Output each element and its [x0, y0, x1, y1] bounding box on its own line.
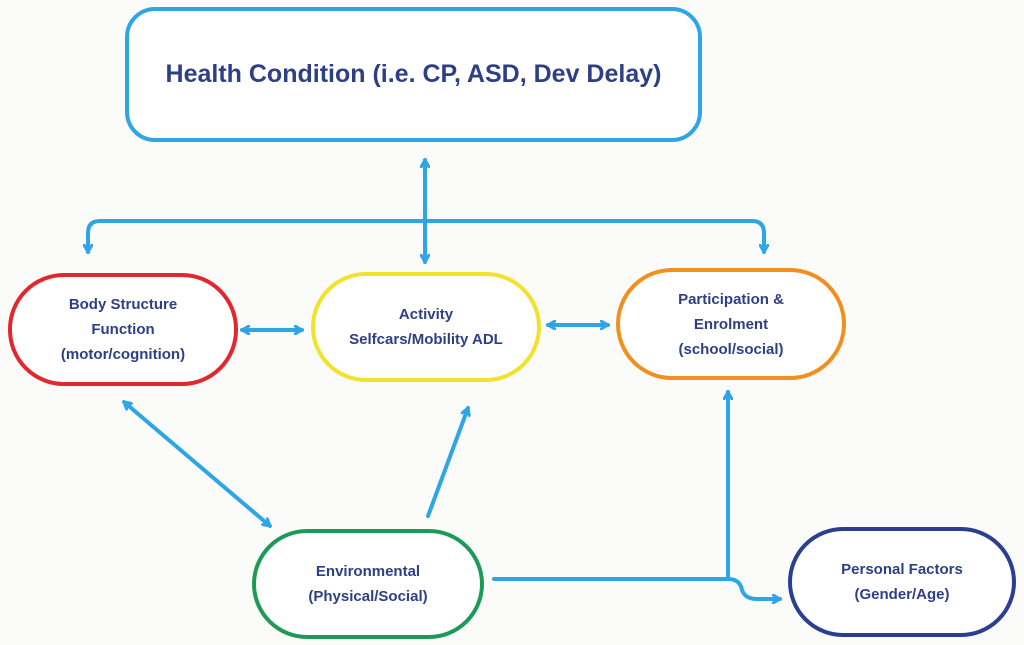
environmental-line-1: Environmental	[315, 563, 421, 580]
arrow-branch-body	[88, 219, 427, 254]
node-personal-factors: Personal Factors (Gender/Age)	[788, 527, 1016, 637]
node-environmental: Environmental (Physical/Social)	[252, 529, 484, 639]
health-condition-label: Health Condition (i.e. CP, ASD, Dev Dela…	[165, 60, 662, 88]
participation-line-3: (school/social)	[678, 340, 784, 358]
body-line-1: Body Structure	[68, 296, 178, 313]
body-line-3: (motor/cognition)	[60, 346, 186, 363]
environmental-line-2: (Physical/Social)	[308, 588, 428, 605]
node-participation-enrolment: Participation & Enrolment (school/social…	[616, 268, 846, 380]
arrow-environmental-activity	[426, 406, 468, 518]
arrow-branch-participation	[423, 219, 764, 254]
activity-line-2: Selfcars/Mobility ADL	[349, 331, 503, 348]
arrow-body-environmental	[122, 400, 272, 528]
node-health-condition: Health Condition (i.e. CP, ASD, Dev Dela…	[125, 7, 702, 142]
participation-line-1: Participation &	[678, 290, 784, 308]
personal-line-1: Personal Factors	[841, 561, 963, 578]
node-activity: Activity Selfcars/Mobility ADL	[311, 272, 541, 382]
body-line-2: Function	[91, 321, 155, 338]
personal-line-2: (Gender/Age)	[854, 586, 950, 603]
participation-line-2: Enrolment	[693, 315, 769, 333]
node-body-structure-function: Body Structure Function (motor/cognition…	[8, 273, 238, 386]
arrow-environmental-personal	[492, 577, 782, 599]
activity-line-1: Activity	[398, 306, 454, 323]
